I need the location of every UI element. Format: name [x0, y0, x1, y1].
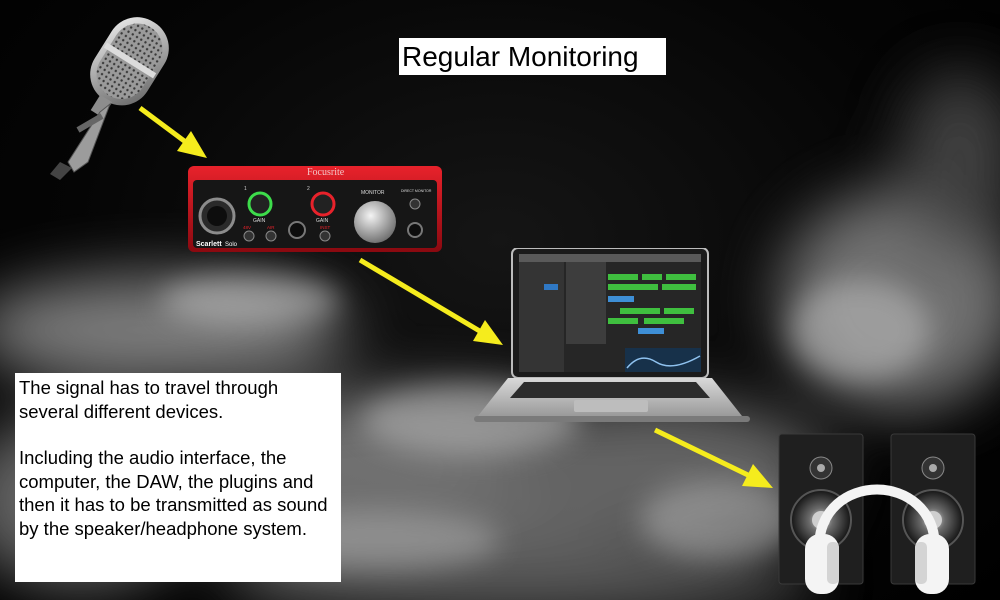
description-box: The signal has to travel through several…	[15, 373, 341, 582]
arrow-mic-to-interface	[138, 105, 207, 158]
interface-brand: Focusrite	[307, 167, 345, 178]
description-paragraph-1: The signal has to travel through several…	[19, 377, 279, 422]
audio-interface-icon: Focusrite Scarlett Solo GAIN GAIN MONITO…	[188, 166, 442, 252]
arrow-laptop-to-speakers	[653, 427, 773, 488]
air-label: AIR	[267, 225, 275, 230]
direct-monitor-label: DIRECT MONITOR	[401, 189, 432, 193]
phantom-label: 48V	[243, 225, 251, 230]
channel-2-label: 2	[307, 186, 310, 192]
interface-model: Scarlett	[196, 241, 222, 248]
microphone-icon	[50, 17, 169, 180]
channel-1-label: 1	[244, 186, 247, 192]
monitor-label: MONITOR	[361, 190, 385, 196]
laptop-icon	[474, 248, 750, 422]
diagram-title: Regular Monitoring	[399, 38, 666, 75]
gain-label-2: GAIN	[316, 218, 329, 224]
gain-label-1: GAIN	[253, 218, 266, 224]
description-paragraph-2: Including the audio interface, the compu…	[19, 447, 328, 539]
headphones-icon	[805, 484, 949, 594]
speakers-icon	[778, 433, 976, 594]
inst-label: INST	[320, 225, 331, 230]
interface-model-badge: Solo	[225, 242, 238, 248]
arrow-interface-to-laptop	[358, 257, 503, 345]
